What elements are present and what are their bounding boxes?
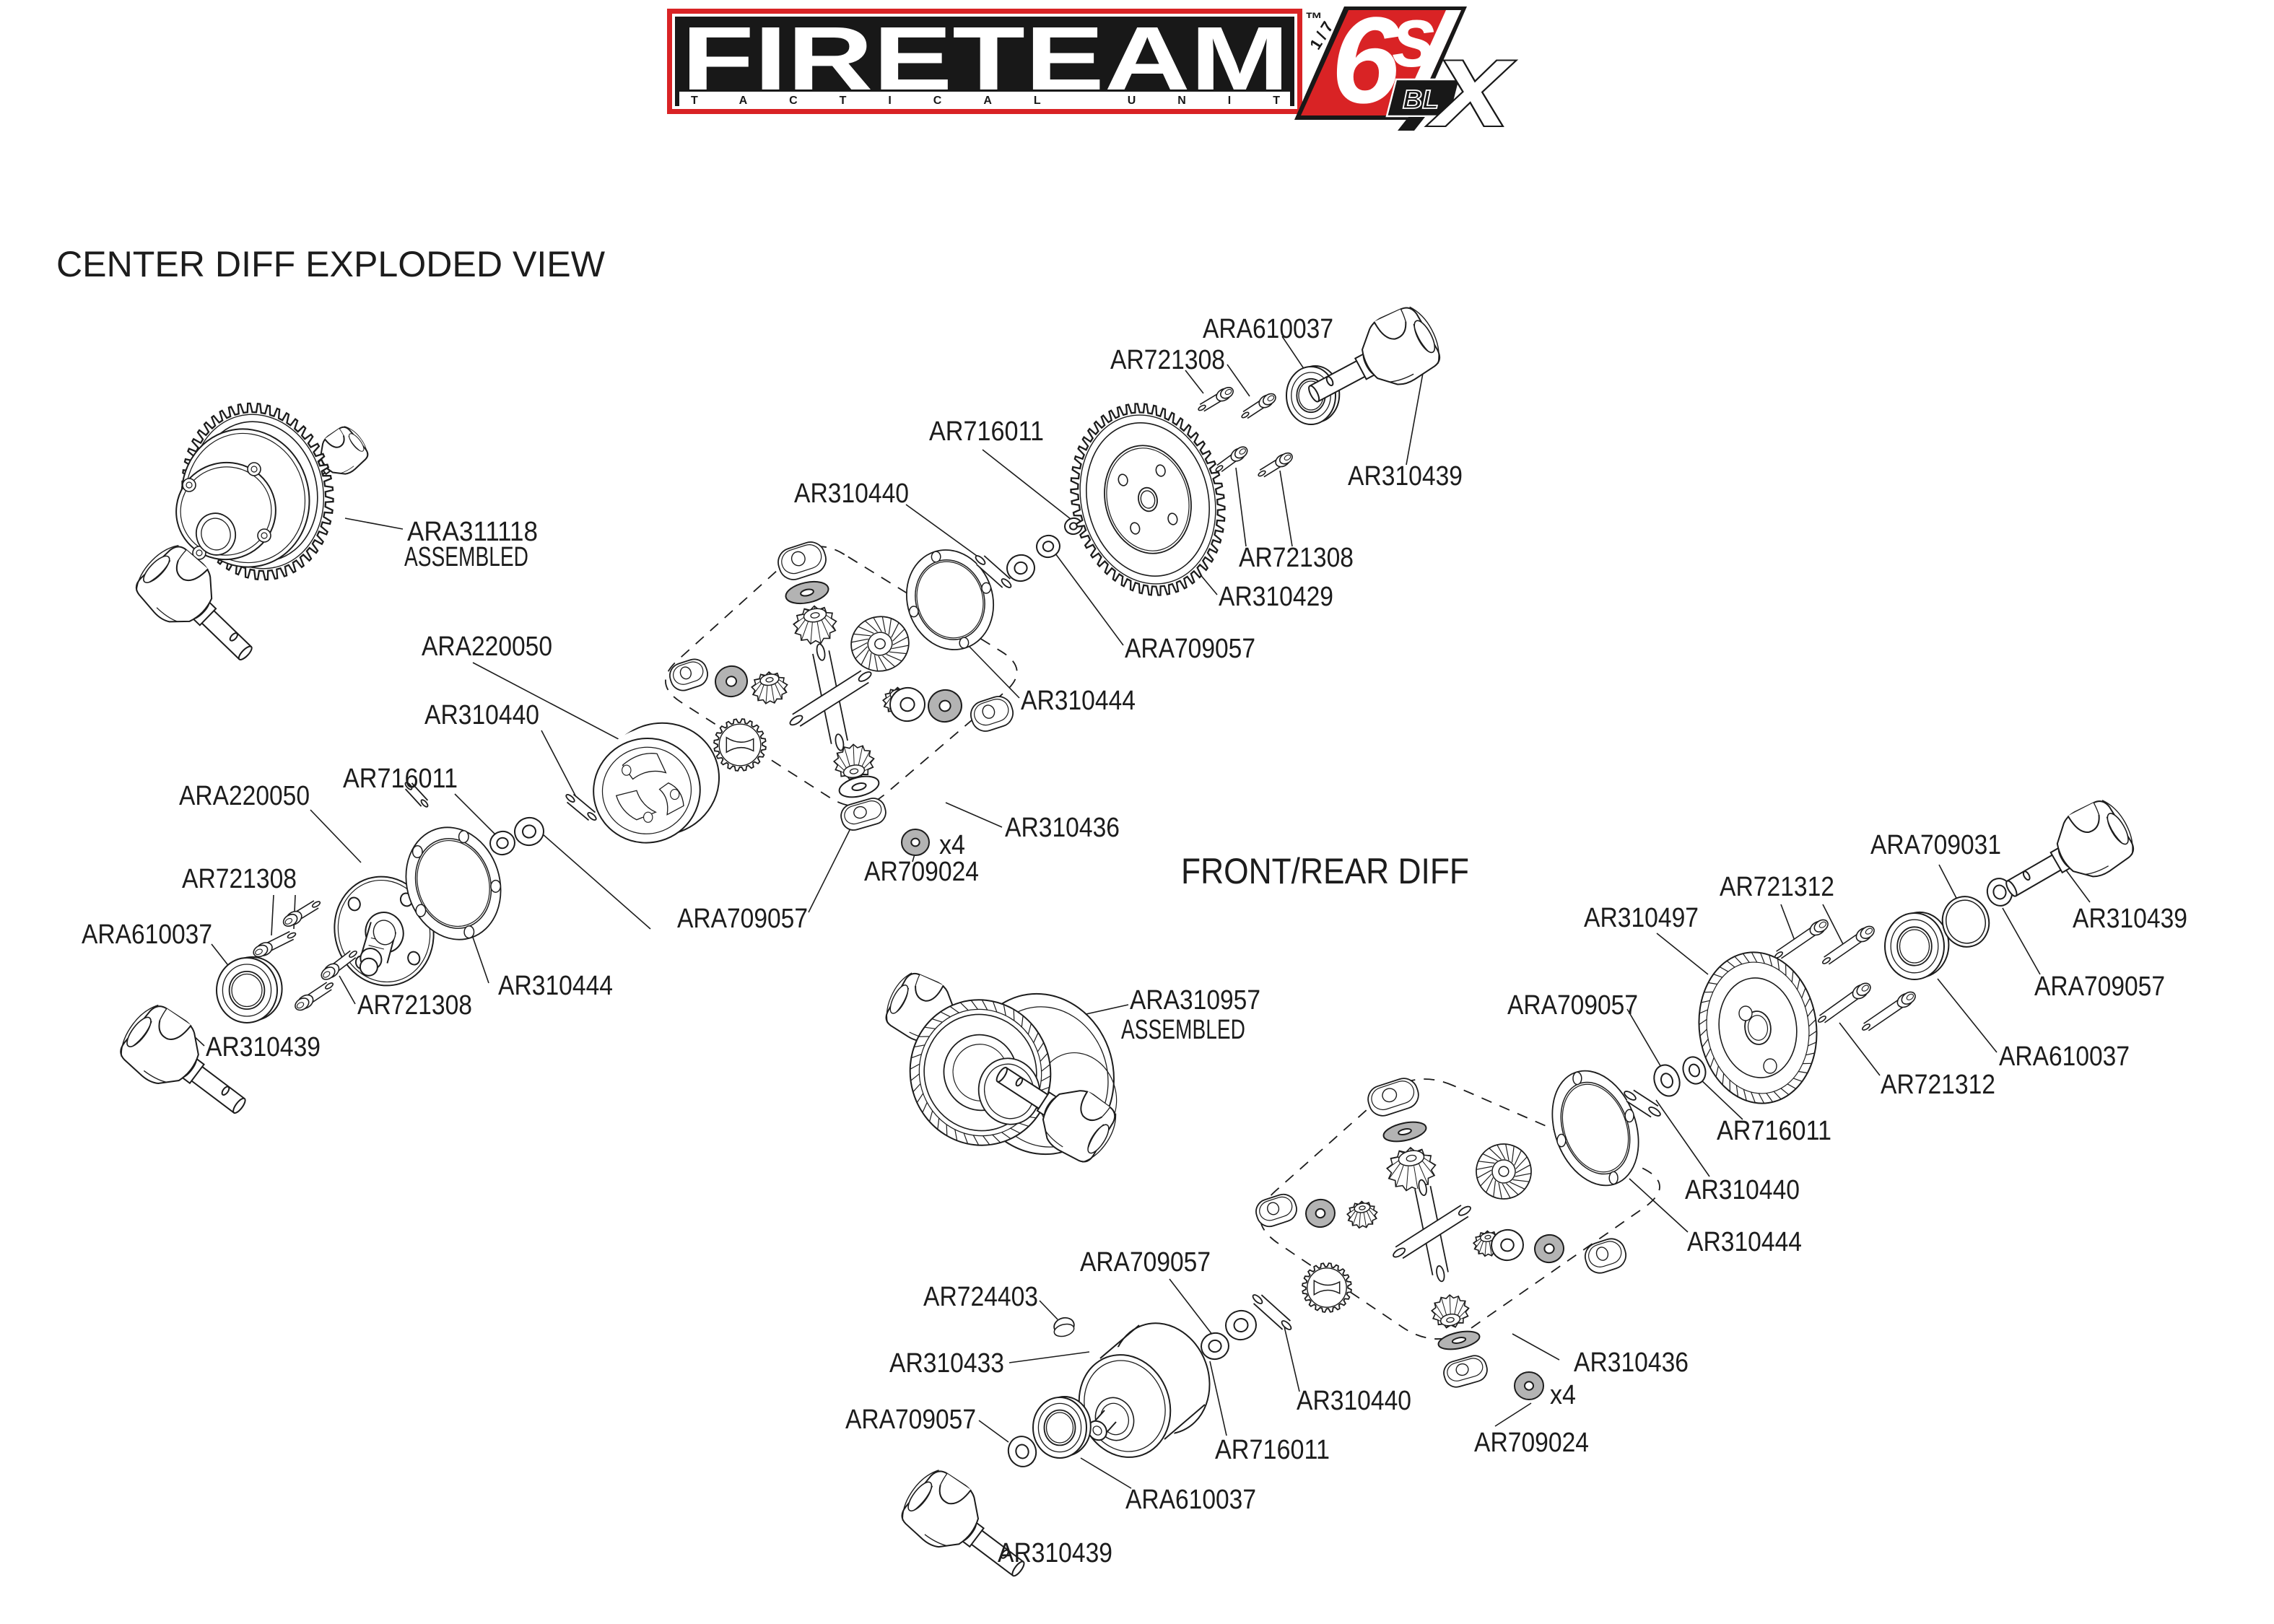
svg-text:ARA310957: ARA310957 xyxy=(1130,985,1260,1016)
svg-text:AR310439: AR310439 xyxy=(2073,904,2187,934)
svg-text:ARA709057: ARA709057 xyxy=(2034,972,2165,1002)
svg-text:AR721312: AR721312 xyxy=(1881,1070,1995,1100)
svg-text:ARA709057: ARA709057 xyxy=(1080,1247,1211,1278)
svg-text:™: ™ xyxy=(1305,9,1323,29)
svg-text:x4: x4 xyxy=(1550,1380,1576,1410)
svg-text:AR716011: AR716011 xyxy=(1215,1435,1330,1465)
svg-text:ARA610037: ARA610037 xyxy=(1203,314,1333,344)
svg-text:AR310429: AR310429 xyxy=(1219,582,1333,612)
svg-text:AR716011: AR716011 xyxy=(343,764,458,794)
svg-text:AR310433: AR310433 xyxy=(889,1348,1004,1379)
svg-text:AR716011: AR716011 xyxy=(929,416,1044,447)
svg-text:AR310497: AR310497 xyxy=(1584,903,1699,933)
svg-text:AR310444: AR310444 xyxy=(1687,1227,1802,1257)
svg-text:ASSEMBLED: ASSEMBLED xyxy=(404,542,528,572)
svg-text:ARA610037: ARA610037 xyxy=(1999,1042,2130,1072)
svg-text:X: X xyxy=(1428,40,1515,146)
svg-text:s: s xyxy=(1392,0,1437,85)
svg-text:AR310439: AR310439 xyxy=(206,1032,321,1062)
svg-text:x4: x4 xyxy=(939,830,965,860)
svg-text:AR716011: AR716011 xyxy=(1717,1116,1831,1146)
svg-text:FRONT/REAR DIFF: FRONT/REAR DIFF xyxy=(1181,851,1469,891)
svg-text:ASSEMBLED: ASSEMBLED xyxy=(1121,1015,1245,1045)
svg-text:ARA709057: ARA709057 xyxy=(1507,990,1638,1021)
svg-text:AR310440: AR310440 xyxy=(424,700,539,730)
svg-text:ARA610037: ARA610037 xyxy=(82,920,212,950)
svg-text:AR310440: AR310440 xyxy=(1297,1386,1411,1416)
svg-text:AR310444: AR310444 xyxy=(498,971,613,1001)
svg-text:AR721308: AR721308 xyxy=(1110,345,1225,375)
svg-text:AR721308: AR721308 xyxy=(357,990,472,1021)
svg-text:ARA610037: ARA610037 xyxy=(1125,1485,1256,1515)
svg-text:ARA709057: ARA709057 xyxy=(1125,634,1255,664)
svg-text:ARA220050: ARA220050 xyxy=(422,632,552,662)
svg-text:ARA311118: ARA311118 xyxy=(407,517,538,547)
svg-text:AR721308: AR721308 xyxy=(1239,543,1354,573)
svg-text:AR721312: AR721312 xyxy=(1720,872,1834,902)
svg-text:ARA709031: ARA709031 xyxy=(1870,830,2001,860)
svg-text:AR721308: AR721308 xyxy=(182,864,297,894)
svg-text:AR310436: AR310436 xyxy=(1574,1348,1689,1378)
svg-text:ARA709057: ARA709057 xyxy=(845,1405,976,1435)
svg-text:BL: BL xyxy=(1403,84,1439,114)
svg-text:AR724403: AR724403 xyxy=(923,1282,1038,1312)
svg-text:AR709024: AR709024 xyxy=(864,857,979,887)
svg-text:AR310440: AR310440 xyxy=(794,479,909,509)
svg-text:AR709024: AR709024 xyxy=(1474,1428,1589,1458)
svg-text:ARA220050: ARA220050 xyxy=(179,781,310,811)
svg-text:AR310439: AR310439 xyxy=(1348,461,1463,492)
svg-text:AR310444: AR310444 xyxy=(1021,686,1136,716)
svg-text:CENTER DIFF EXPLODED VIEW: CENTER DIFF EXPLODED VIEW xyxy=(56,244,606,284)
svg-text:AR310436: AR310436 xyxy=(1005,813,1120,843)
svg-text:AR310439: AR310439 xyxy=(998,1538,1112,1568)
svg-text:ARA709057: ARA709057 xyxy=(677,904,808,934)
svg-text:AR310440: AR310440 xyxy=(1685,1175,1800,1205)
